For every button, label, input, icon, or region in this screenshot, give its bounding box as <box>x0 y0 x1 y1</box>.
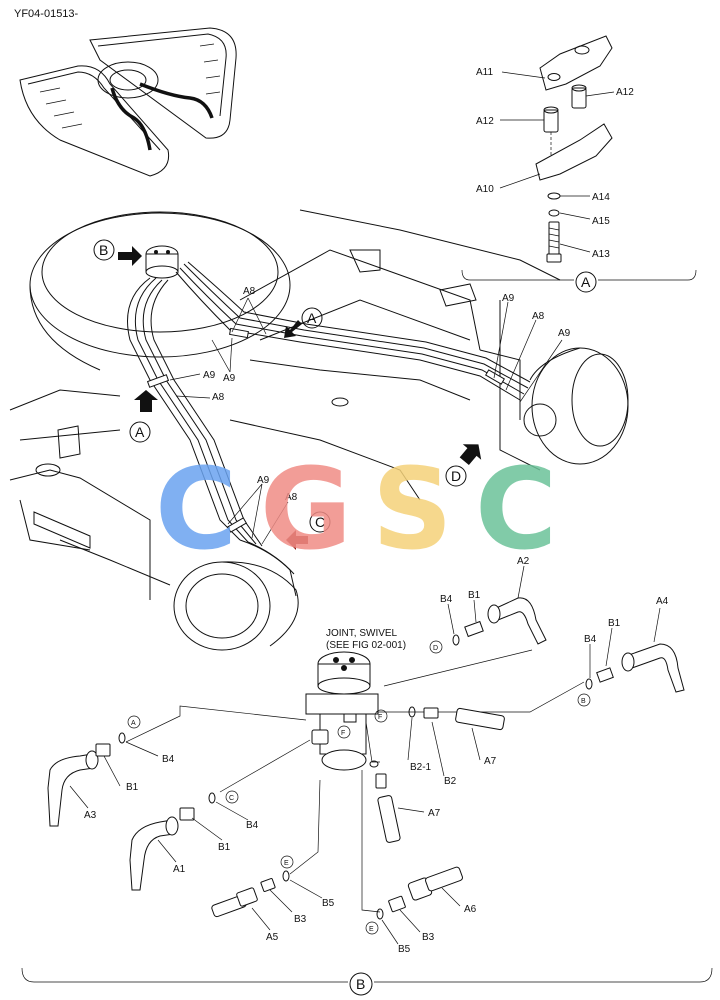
tag-e-right: E <box>369 926 374 933</box>
watermark-letter-3: S <box>372 445 453 575</box>
view-a-marker: A <box>581 274 591 290</box>
label-b4-top: B4 <box>440 594 453 605</box>
tag-a: A <box>131 720 136 727</box>
view-b-marker: B <box>99 242 108 258</box>
label-a12-top: A12 <box>616 87 634 98</box>
label-a6: A6 <box>464 904 477 915</box>
label-b2-1: B2-1 <box>410 762 432 773</box>
label-a4: A4 <box>656 596 669 607</box>
view-a-marker-left: A <box>135 424 145 440</box>
label-b2: B2 <box>444 776 457 787</box>
label-a9-left: A9 <box>203 370 216 381</box>
label-b1-mid: B1 <box>218 842 231 853</box>
label-b5-right: B5 <box>398 944 411 955</box>
label-a11: A11 <box>476 67 493 78</box>
label-a8-right: A8 <box>532 311 545 322</box>
label-a2: A2 <box>517 556 530 567</box>
tag-e-left: E <box>284 860 289 867</box>
joint-note-line2: (SEE FIG 02-001) <box>326 640 406 651</box>
label-a9-center: A9 <box>223 373 236 384</box>
detail-a-clamp: A11 A12 A12 A10 A14 A15 A13 A <box>461 35 697 293</box>
detail-b-bracket: B <box>21 967 713 996</box>
label-b1-left: B1 <box>126 782 139 793</box>
label-b1-right: B1 <box>608 618 621 629</box>
label-a8-bottom: A8 <box>285 492 298 503</box>
view-b-marker-bottom: B <box>356 976 365 992</box>
tag-f-lower: F <box>341 730 345 737</box>
label-b1-top: B1 <box>468 590 481 601</box>
tag-b: B <box>581 698 586 705</box>
label-a10: A10 <box>476 184 494 195</box>
label-b3-left: B3 <box>294 914 307 925</box>
machine-body <box>9 209 629 651</box>
view-markers: B A A D C <box>93 239 467 533</box>
label-a7-upper: A7 <box>484 756 497 767</box>
tag-d: D <box>433 645 438 652</box>
main-view-labels: A8 A9 A9 A8 A9 A8 A9 A9 A8 <box>169 286 571 545</box>
watermark-letter-2: G <box>260 445 352 575</box>
watermark-letter-4: C <box>475 445 557 575</box>
label-a9-right-top: A9 <box>502 293 515 304</box>
detail-b-swivel: JOINT, SWIVEL (SEE FIG 02-001) D B A C F… <box>47 556 685 955</box>
label-b4-mid: B4 <box>246 820 259 831</box>
label-a7-lower: A7 <box>428 808 441 819</box>
view-c-marker: C <box>315 514 325 530</box>
label-a9-bottom: A9 <box>257 475 270 486</box>
label-a13: A13 <box>592 249 610 260</box>
label-b5-left: B5 <box>322 898 335 909</box>
label-a5: A5 <box>266 932 279 943</box>
label-a8-main: A8 <box>243 286 256 297</box>
label-a8-left: A8 <box>212 392 225 403</box>
view-arrows <box>118 246 482 550</box>
label-b3-right: B3 <box>422 932 435 943</box>
tag-c: C <box>229 795 234 802</box>
watermark-letter-1: C <box>155 445 237 575</box>
label-a12: A12 <box>476 116 494 127</box>
watermark: C G S C <box>155 445 557 575</box>
joint-note-line1: JOINT, SWIVEL <box>326 628 398 639</box>
label-b4-left: B4 <box>162 754 175 765</box>
label-a15: A15 <box>592 216 610 227</box>
label-a14: A14 <box>592 192 610 203</box>
label-b4-right: B4 <box>584 634 597 645</box>
tag-f-upper: F <box>378 714 382 721</box>
document-code: YF04-01513- <box>14 8 79 20</box>
view-a-marker-right: A <box>307 310 317 326</box>
view-d-marker: D <box>451 468 461 484</box>
undercarriage-thumbnail <box>19 27 237 177</box>
label-a1: A1 <box>173 864 186 875</box>
hose-routing <box>127 261 531 597</box>
label-a9-right: A9 <box>558 328 571 339</box>
label-a3: A3 <box>84 810 97 821</box>
